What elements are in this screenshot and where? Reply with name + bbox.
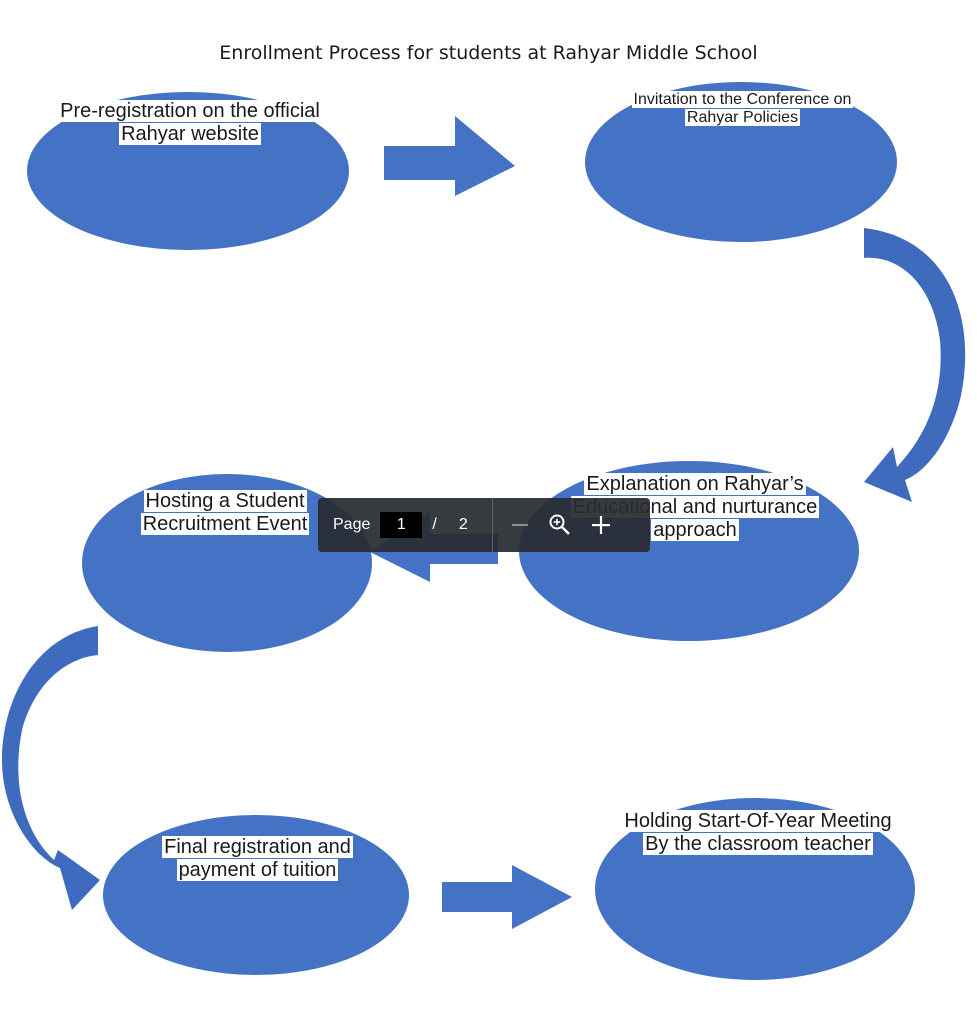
toolbar-divider	[491, 498, 493, 552]
page-number-input[interactable]: 1	[380, 512, 423, 538]
step-5-label: Final registration and payment of tuitio…	[115, 836, 400, 882]
zoom-out-button[interactable]	[510, 498, 530, 552]
step-3-line-1: Explanation on Rahyar’s	[584, 473, 806, 495]
pdf-viewer-toolbar: Page 1 / 2	[318, 498, 650, 552]
step-4-line-2: Recruitment Event	[140, 513, 310, 535]
arrow-step1-to-step2	[384, 116, 515, 196]
step-2-line-1: Invitation to the Conference on	[631, 91, 854, 108]
step-1-ellipse	[27, 92, 349, 250]
step-4-label: Hosting a Student Recruitment Event	[110, 490, 340, 536]
zoom-in-button[interactable]	[587, 498, 615, 552]
step-1-line-1: Pre-registration on the official	[58, 100, 322, 122]
page-label: Page	[333, 516, 371, 533]
plus-icon	[591, 516, 610, 534]
step-1-line-2: Rahyar website	[119, 123, 261, 145]
curved-arrow-step2-to-step3	[864, 228, 966, 502]
step-6-label: Holding Start-Of-Year Meeting By the cla…	[608, 810, 908, 856]
page-separator: /	[432, 516, 437, 533]
current-page-value: 1	[396, 516, 406, 533]
total-pages: 2	[458, 516, 468, 533]
diagram-title: Enrollment Process for students at Rahya…	[219, 42, 758, 64]
zoom-icon	[549, 514, 570, 535]
step-2-label: Invitation to the Conference on Rahyar P…	[600, 91, 885, 128]
step-4-line-1: Hosting a Student	[143, 490, 307, 512]
step-2-ellipse	[585, 82, 897, 242]
step-5-line-2: payment of tuition	[176, 859, 339, 881]
step-6-line-1: Holding Start-Of-Year Meeting	[622, 810, 894, 832]
curved-arrow-step4-to-step5	[2, 626, 100, 910]
arrow-step5-to-step6	[442, 865, 572, 929]
minus-icon	[511, 524, 528, 526]
step-2-line-2: Rahyar Policies	[684, 109, 801, 127]
step-3-line-3: approach	[651, 519, 739, 541]
step-6-line-2: By the classroom teacher	[643, 833, 873, 855]
step-5-line-1: Final registration and	[162, 836, 353, 858]
step-1-label: Pre-registration on the official Rahyar …	[30, 100, 350, 146]
zoom-reset-button[interactable]	[545, 498, 575, 552]
